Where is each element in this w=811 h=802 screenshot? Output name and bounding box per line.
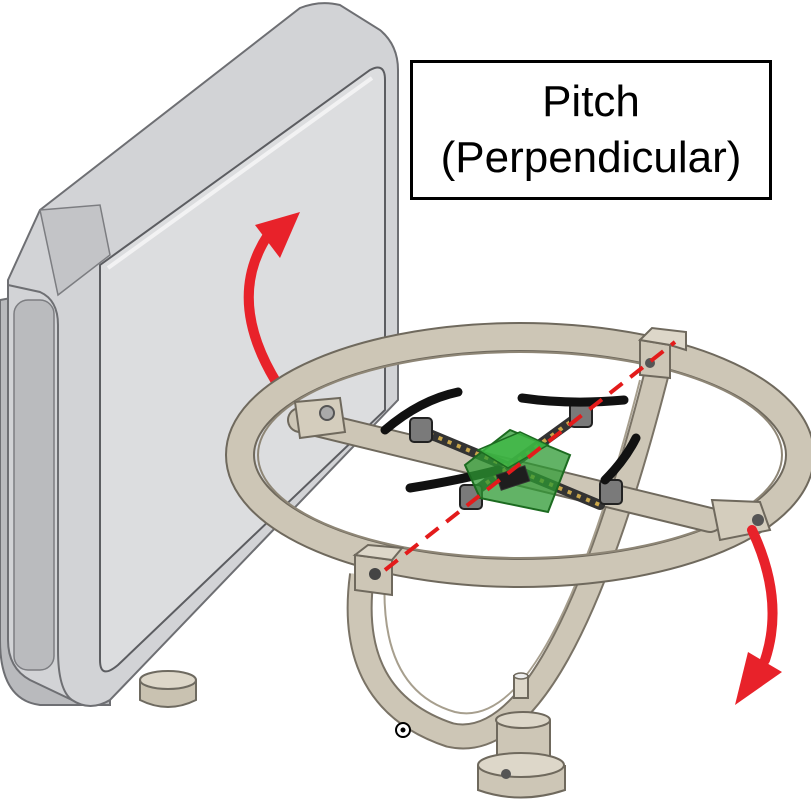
pitch-axis-line (383, 340, 677, 572)
propeller (600, 433, 641, 485)
mount-screw (369, 568, 381, 580)
outer-vertical-ring (346, 356, 673, 750)
pitch-label-box: Pitch (Perpendicular) (410, 60, 772, 200)
wall-panel-left-edge (7, 284, 73, 701)
propeller (380, 387, 463, 435)
base-screw (501, 769, 511, 779)
quadcopter-drone (380, 387, 641, 514)
propeller (517, 393, 629, 407)
wall-panel-face (99, 66, 386, 673)
label-subtitle: (Perpendicular) (440, 133, 742, 182)
flight-controller-board (463, 428, 572, 514)
right-pivot-block (710, 498, 772, 542)
wall-panel-foot (139, 670, 197, 708)
wall-panel (0, 2, 399, 708)
label-title: Pitch (542, 77, 640, 126)
curved-arrow-up-icon (243, 212, 300, 390)
origin-marker-icon (395, 722, 411, 738)
vertical-ring-bottom-mount (352, 543, 404, 597)
base-stand (477, 672, 566, 799)
wall-panel-bevel (106, 76, 374, 270)
left-pivot-block (293, 396, 347, 440)
curved-arrow-down-icon (735, 525, 782, 705)
wall-panel-bevel-corner (39, 204, 111, 297)
wall-panel-left-face (13, 299, 55, 671)
outer-horizontal-ring (225, 322, 811, 588)
motor (409, 417, 433, 443)
drone-arm-detail (419, 428, 601, 507)
